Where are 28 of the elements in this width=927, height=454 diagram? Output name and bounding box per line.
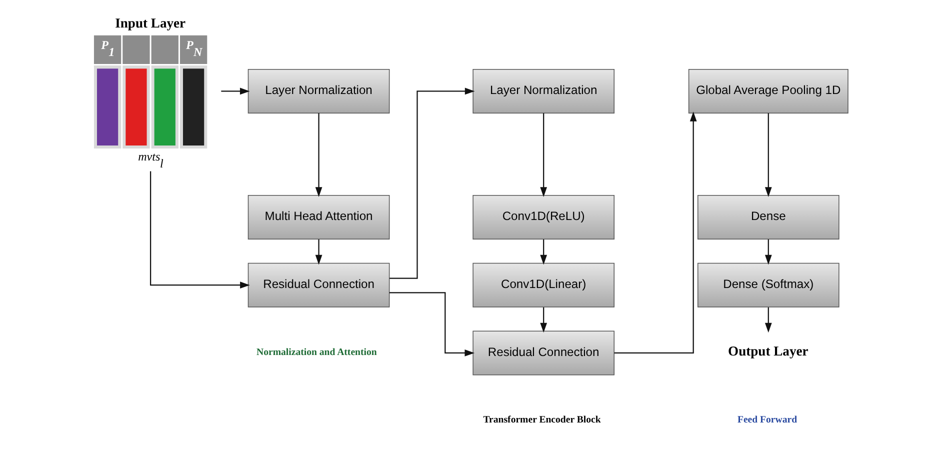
node-box: Multi Head Attention — [247, 194, 390, 240]
arrow — [314, 239, 322, 265]
arrow — [314, 113, 322, 197]
node-text: Output Layer — [728, 344, 808, 359]
arrow — [614, 112, 696, 354]
node-box: Conv1D(Linear) — [472, 262, 614, 308]
arrow — [764, 307, 772, 333]
label: Normalization and Attention — [256, 346, 376, 358]
arrow — [389, 88, 474, 279]
arrow — [764, 239, 772, 265]
label: Transformer Encoder Block — [482, 414, 600, 426]
arrow — [388, 292, 474, 356]
node-label: Input Layer — [114, 15, 186, 30]
node-box: Layer Normalization — [472, 68, 614, 114]
node-box: Residual Connection — [472, 330, 614, 376]
node-box: Global Average Pooling 1D — [688, 68, 848, 114]
node-box: Dense — [696, 194, 839, 240]
node-box: Conv1D(ReLU) — [472, 194, 614, 240]
arrow — [150, 171, 250, 289]
node-box: Dense (Softmax) — [696, 262, 839, 308]
arrow — [540, 307, 547, 333]
node-box: Residual Connection — [247, 262, 390, 308]
arrow — [540, 113, 547, 197]
label: Feed Forward — [736, 414, 797, 426]
arrow — [764, 113, 772, 197]
node-box: Layer Normalization — [247, 68, 390, 114]
arrow — [220, 88, 250, 95]
arrow — [540, 239, 547, 265]
